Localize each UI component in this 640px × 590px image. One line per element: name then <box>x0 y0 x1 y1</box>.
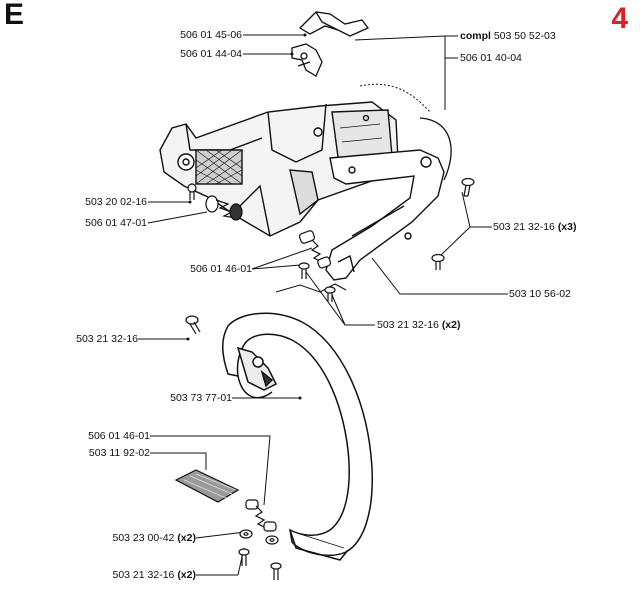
callout-screws-x3: 503 21 32-16 (x3) <box>493 221 577 233</box>
handle-screw-top <box>185 315 201 335</box>
rubber-pad <box>174 469 240 503</box>
screw-right-lower <box>431 253 445 270</box>
callout-front-handle: 503 73 77-01 <box>170 392 232 404</box>
screw-mid-left <box>298 262 310 279</box>
callout-cover: 506 01 40-04 <box>460 52 522 64</box>
small-spring-mid <box>298 230 332 269</box>
pivot-screw <box>187 183 197 200</box>
callout-small-spring: 506 01 46-01 <box>190 263 252 275</box>
screw-mid-right <box>324 286 336 302</box>
section-letter: E <box>4 0 25 31</box>
callout-pivot-screw: 503 20 02-16 <box>85 196 147 208</box>
leader-lines <box>138 34 508 576</box>
latch-lever <box>298 11 370 37</box>
callout-bottom-screws-x2: 503 21 32-16 (x2) <box>112 569 197 581</box>
callout-handle-screw: 503 21 32-16 <box>76 333 138 345</box>
callout-brake-assembly: compl 503 50 52-03 <box>460 30 556 42</box>
latch-spring-clip <box>291 43 323 77</box>
washer-right <box>265 535 279 545</box>
bottom-screw-right <box>270 562 282 580</box>
small-spring-lower <box>245 499 277 532</box>
callout-latch-lever: 506 01 45-06 <box>180 29 242 41</box>
page-number: 4 <box>611 2 628 35</box>
leader-dots <box>186 33 307 400</box>
callout-brake-spring: 506 01 47-01 <box>85 217 147 229</box>
screw-right-upper <box>461 177 475 197</box>
brake-lever <box>325 149 445 281</box>
brake-spring <box>205 195 243 221</box>
callout-lower-spring: 506 01 46-01 <box>88 430 150 442</box>
bottom-screw-left <box>238 548 250 566</box>
callout-washers-x2: 503 23 00-42 (x2) <box>112 532 197 544</box>
callout-brake-lever: 503 10 56-02 <box>509 288 571 300</box>
front-handle <box>222 312 373 561</box>
callout-latch-clip: 506 01 44-04 <box>180 48 242 60</box>
washer-left <box>239 529 253 539</box>
callout-rubber-pad: 503 11 92-02 <box>88 447 150 459</box>
callout-screws-x2: 503 21 32-16 (x2) <box>377 319 461 331</box>
